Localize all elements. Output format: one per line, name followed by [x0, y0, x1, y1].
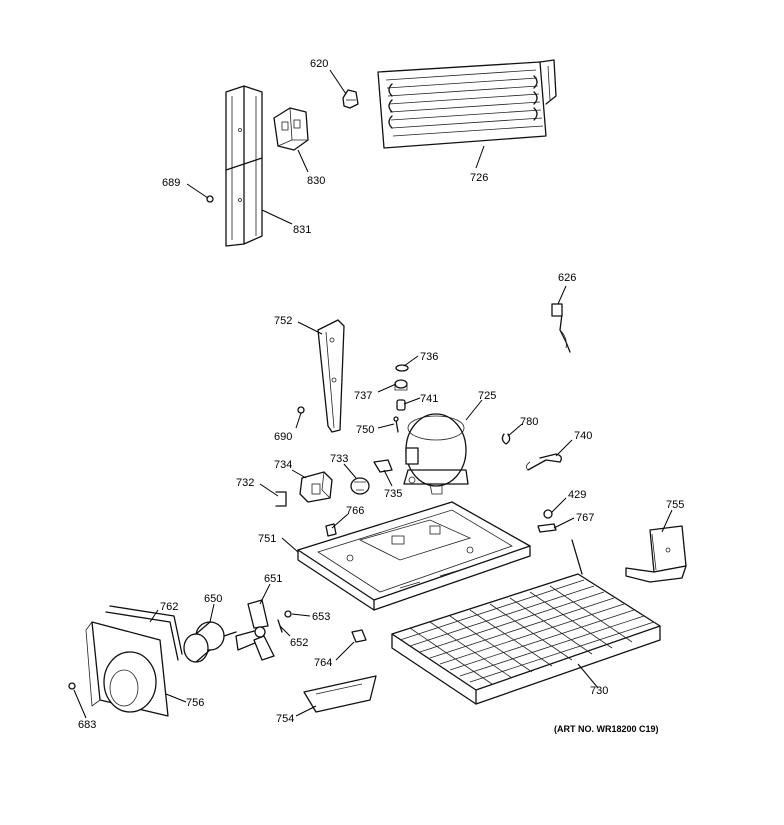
- label-751: 751: [258, 533, 276, 545]
- part-752-bracket: [317, 319, 345, 433]
- label-620: 620: [310, 58, 328, 70]
- art-number: (ART NO. WR18200 C19): [554, 724, 659, 734]
- label-831: 831: [293, 224, 311, 236]
- part-735-clip: [373, 459, 393, 473]
- label-651: 651: [264, 573, 282, 585]
- label-733: 733: [330, 453, 348, 465]
- part-690-screw: [297, 406, 305, 414]
- part-780-clip: [501, 433, 511, 445]
- label-750: 750: [356, 424, 374, 436]
- part-689-screw: [206, 195, 214, 203]
- part-726-evaporator: [377, 59, 557, 149]
- part-764-clip: [351, 629, 367, 643]
- label-732: 732: [236, 477, 254, 489]
- label-690: 690: [274, 431, 292, 443]
- label-752: 752: [274, 315, 292, 327]
- label-754: 754: [276, 713, 294, 725]
- part-734-relay: [299, 471, 333, 503]
- label-653: 653: [312, 611, 330, 623]
- part-755-bracket: [625, 525, 687, 583]
- part-741-sleeve: [396, 399, 406, 411]
- part-732-clip: [275, 491, 287, 507]
- part-733-overload: [350, 477, 370, 495]
- part-626-cord: [551, 303, 571, 353]
- label-755: 755: [666, 499, 684, 511]
- part-653-nut: [284, 610, 292, 618]
- label-689: 689: [162, 177, 180, 189]
- part-750-bolt: [393, 416, 399, 433]
- label-725: 725: [478, 390, 496, 402]
- part-831-channel: [225, 85, 263, 247]
- label-734: 734: [274, 459, 292, 471]
- leader-lines: [73, 69, 673, 719]
- label-626: 626: [558, 272, 576, 284]
- label-737: 737: [354, 390, 372, 402]
- part-736-grommet: [395, 364, 409, 372]
- label-652: 652: [290, 637, 308, 649]
- part-751-base-pan: [297, 501, 531, 611]
- part-650-motor: [183, 621, 237, 663]
- part-683-screw: [68, 682, 76, 690]
- part-725-compressor: [403, 413, 469, 495]
- label-830: 830: [307, 175, 325, 187]
- label-766: 766: [346, 505, 364, 517]
- label-736: 736: [420, 351, 438, 363]
- part-620-bulb: [342, 89, 359, 109]
- part-754-tray: [303, 675, 377, 713]
- part-767-bracket: [537, 523, 557, 533]
- part-730-condenser: [391, 539, 661, 705]
- part-830-relay: [273, 107, 309, 151]
- part-429-grommet: [543, 509, 553, 519]
- label-764: 764: [314, 657, 332, 669]
- label-741: 741: [420, 393, 438, 405]
- label-683: 683: [78, 719, 96, 731]
- label-756: 756: [186, 697, 204, 709]
- label-762: 762: [160, 601, 178, 613]
- label-767: 767: [576, 512, 594, 524]
- part-762-gasket: [105, 605, 183, 661]
- part-740-wire: [526, 453, 562, 471]
- label-650: 650: [204, 593, 222, 605]
- part-651-fan-blade: [235, 599, 275, 661]
- label-740: 740: [574, 430, 592, 442]
- label-780: 780: [520, 416, 538, 428]
- part-737-grommet: [394, 379, 408, 391]
- label-726: 726: [470, 172, 488, 184]
- label-735: 735: [384, 488, 402, 500]
- part-756-shroud: [85, 621, 169, 717]
- label-730: 730: [590, 685, 608, 697]
- part-labels: 620 726 830 689 831 626 752 736 737 741 …: [78, 58, 684, 734]
- label-429: 429: [568, 489, 586, 501]
